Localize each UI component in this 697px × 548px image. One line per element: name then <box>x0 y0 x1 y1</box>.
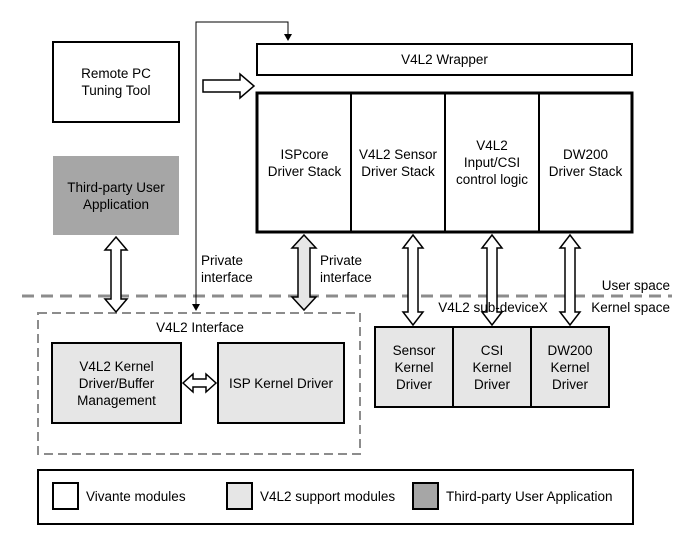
legend-box <box>37 469 634 525</box>
legend-swatch-third-party <box>412 482 439 510</box>
block-arrow-right <box>202 72 256 100</box>
sub-device-drivers-group <box>374 326 610 408</box>
v4l2-wrapper-box <box>256 43 633 76</box>
double-arrow-dw200 <box>558 233 582 327</box>
legend-swatch-v4l2-support <box>226 482 253 510</box>
double-arrow-ispcore-private <box>290 233 318 312</box>
v4l2-interface-container <box>37 312 361 455</box>
private-interface-line <box>192 21 292 311</box>
third-party-app-box <box>53 156 179 235</box>
double-arrow-app-kernel <box>103 235 129 314</box>
double-arrow-kernel-isp <box>181 372 218 394</box>
isp-kernel-driver-box <box>217 342 345 424</box>
double-arrow-sensor <box>401 233 425 327</box>
double-arrow-csi <box>480 233 504 327</box>
remote-pc-tuning-tool-box <box>52 41 180 123</box>
v4l2-kernel-driver-box <box>51 342 182 424</box>
legend-swatch-vivante <box>52 482 79 510</box>
